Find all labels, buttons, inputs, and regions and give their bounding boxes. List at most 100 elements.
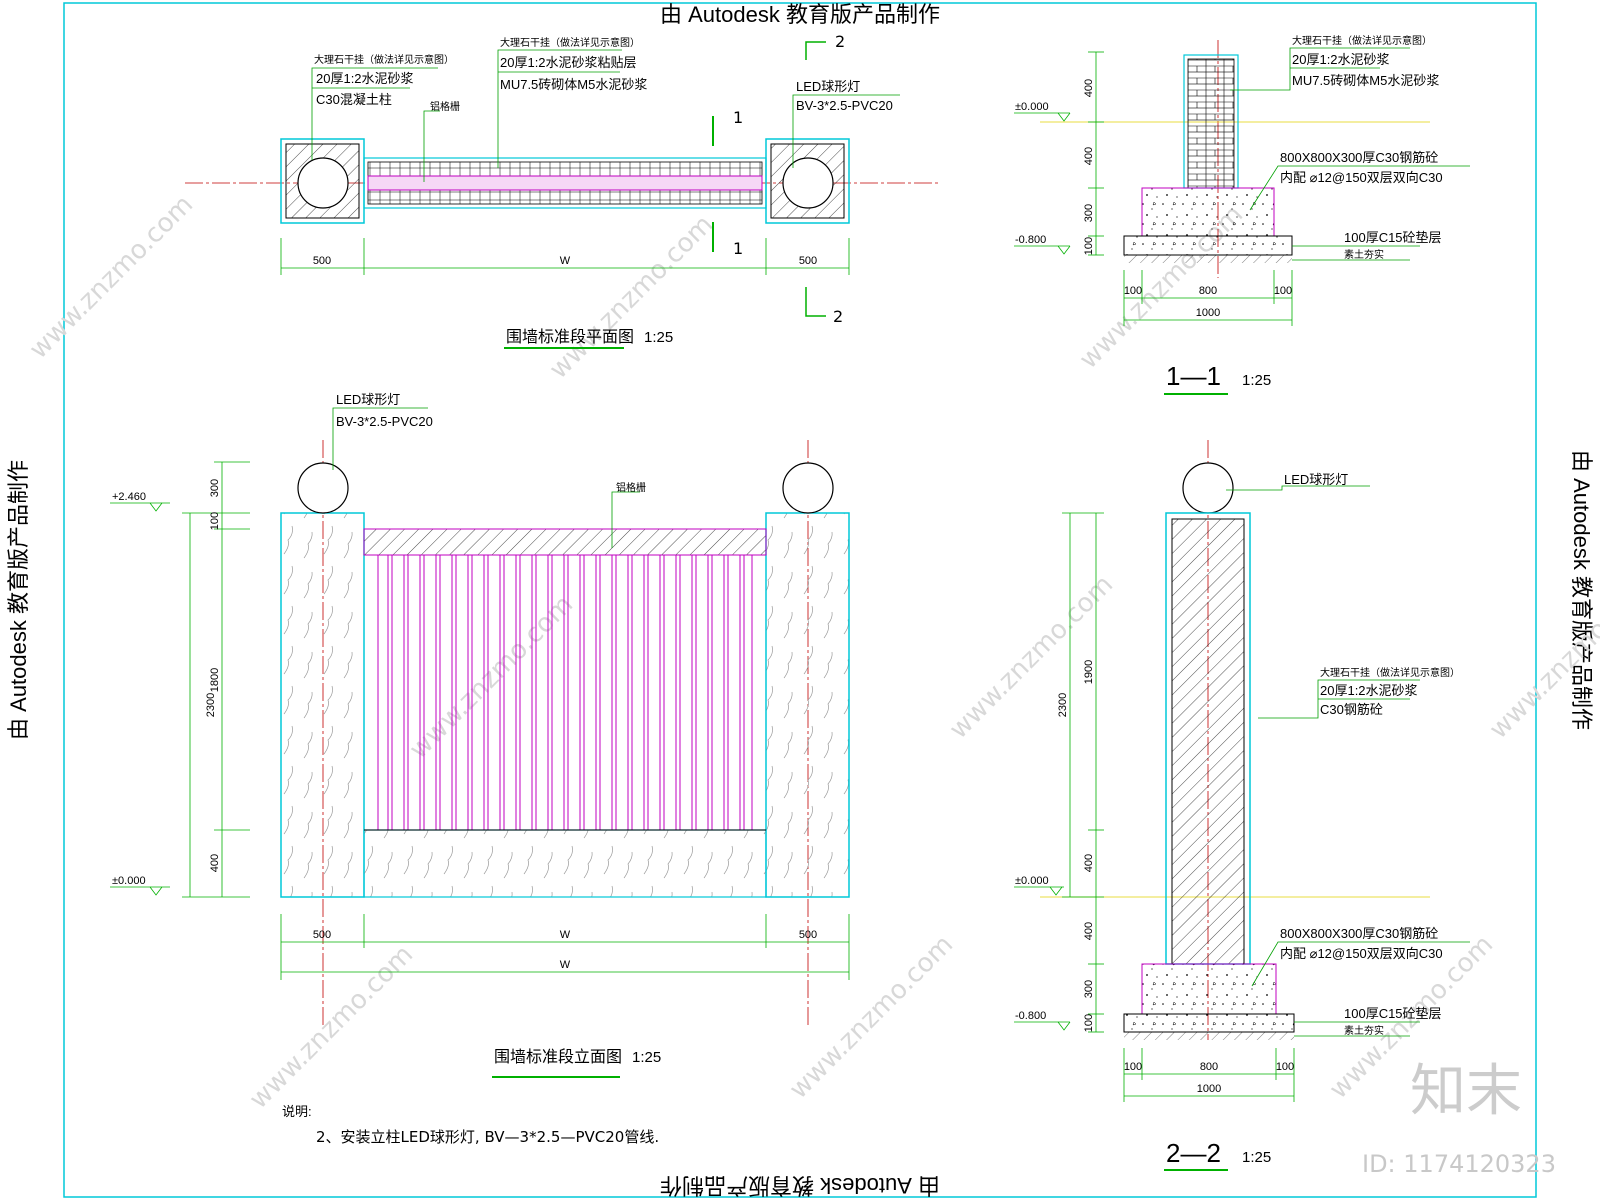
elev-level-0: ±0.000 [112, 875, 146, 887]
section1-base-2: 素土夯实 [1344, 248, 1384, 261]
plan-led-label-1: LED球形灯 [796, 79, 860, 94]
notes: 说明: 2、安装立柱LED球形灯, BV—3*2.5—PVC20管线. [282, 1104, 659, 1146]
plan-dim-right: 500 [799, 255, 817, 267]
section2-label-1: 大理石干挂（做法详见示意图） [1320, 666, 1460, 679]
section2-label-2: 20厚1:2水泥砂浆 [1320, 683, 1418, 698]
plan-right-pillar-lamp [782, 157, 834, 209]
plan-pillar-label-2: 20厚1:2水泥砂浆 [316, 71, 414, 86]
section2-dim-v-2: 400 [1083, 854, 1095, 872]
plan-wall-outer [363, 157, 767, 209]
section1-label-3: MU7.5砖砌体M5水泥砂浆 [1292, 73, 1439, 88]
section1-dim-h-3: 100 [1274, 285, 1292, 297]
svg-text:www.znzmo.com: www.znzmo.com [544, 210, 719, 385]
section1-dim-h-total: 1000 [1196, 307, 1220, 319]
section1-footing-1: 800X800X300厚C30钢筋砼 [1280, 150, 1438, 165]
elev-dim-v-2: 100 [209, 512, 221, 530]
sheet-frame [63, 2, 1537, 1198]
section2-soil [1124, 1032, 1294, 1040]
section2-scale: 1:25 [1242, 1149, 1271, 1166]
elev-fence-bars [377, 554, 753, 831]
elev-right-pillar [765, 512, 850, 898]
edu-watermark-left: 由 Autodesk 教育版产品制作 [6, 460, 31, 740]
elev-left-lamp [297, 462, 349, 514]
section2-footing-1: 800X800X300厚C30钢筋砼 [1280, 926, 1438, 941]
elev-right-lamp [782, 462, 834, 514]
site-logo: 知末 [1410, 1059, 1522, 1124]
plan-wall-label-3: MU7.5砖砌体M5水泥砂浆 [500, 77, 647, 92]
plan-dim-mid: W [560, 255, 571, 267]
elev-dim-h-3: 500 [799, 929, 817, 941]
plan-view: 500 W 500 1 1 2 2 大理石干挂（做法详见示意图） 20厚1:2水… [185, 32, 940, 349]
section2-level-0: ±0.000 [1015, 875, 1049, 887]
section1-dim-v-1: 400 [1083, 79, 1095, 97]
svg-text:www.znzmo.com: www.znzmo.com [24, 190, 199, 365]
plan-dim-left: 500 [313, 255, 331, 267]
section2-dim-h-2: 800 [1200, 1061, 1218, 1073]
section2-dim-h-total: 1000 [1197, 1083, 1221, 1095]
section1-dim-h-2: 800 [1199, 285, 1217, 297]
section1-base-1: 100厚C15砼垫层 [1344, 230, 1442, 245]
section1-footing-2: 内配 ⌀12@150双层双向C30 [1280, 170, 1443, 185]
plan-pillar-label-1: 大理石干挂（做法详见示意图） [314, 53, 454, 66]
plan-wall-label-2: 20厚1:2水泥砂浆粘贴层 [500, 55, 637, 70]
section1-level-neg: -0.800 [1015, 234, 1046, 246]
edu-watermark-right: 由 Autodesk 教育版产品制作 [1569, 450, 1594, 730]
elev-led-label-2: BV-3*2.5-PVC20 [336, 414, 433, 429]
elev-dim-h-1: 500 [313, 929, 331, 941]
elevation-title: 围墙标准段立面图 [494, 1047, 622, 1066]
section2-base-2: 素土夯实 [1344, 1024, 1384, 1037]
section1-label-1: 大理石干挂（做法详见示意图） [1292, 34, 1432, 47]
elev-dim-h-total: W [560, 959, 571, 971]
notes-heading: 说明: [282, 1104, 312, 1119]
section2-dim-v-1: 1900 [1083, 660, 1095, 684]
notes-item-2: 2、安装立柱LED球形灯, BV—3*2.5—PVC20管线. [316, 1128, 659, 1146]
elev-dim-v-1: 300 [209, 479, 221, 497]
elev-dim-v-4: 400 [209, 854, 221, 872]
plan-cut-1-top: 1 [733, 108, 743, 127]
edu-watermark-top: 由 Autodesk 教育版产品制作 [660, 2, 940, 27]
elev-level-top: +2.460 [112, 491, 146, 503]
section1-title: 1—1 [1166, 361, 1221, 391]
elev-dim-v-3: 1800 [209, 668, 221, 692]
elev-dim-h-2: W [560, 929, 571, 941]
elevation-scale: 1:25 [632, 1049, 661, 1066]
id-label: ID: 1174120323 [1362, 1150, 1556, 1178]
plan-cut-2-bottom: 2 [833, 307, 843, 326]
section2-label-3: C30钢筋砼 [1320, 702, 1383, 717]
section2-led-label: LED球形灯 [1284, 472, 1348, 487]
plan-pillar-label-3: C30混凝土柱 [316, 92, 392, 107]
elev-dim-v-total: 2300 [205, 693, 217, 717]
section1-scale: 1:25 [1242, 372, 1271, 389]
elev-fence-label: 铝格栅 [616, 481, 646, 494]
section1-dim-v-4: 100 [1083, 237, 1095, 255]
section2-dim-v-3: 400 [1083, 922, 1095, 940]
section2-footing [1141, 963, 1277, 1015]
section2-base [1123, 1013, 1295, 1033]
section-2-view: 2300 1900 400 400 300 100 ±0.000 -0.800 … [1014, 440, 1470, 1171]
elev-fence-top-rail [363, 528, 767, 556]
plan-cut-1-bottom: 1 [733, 239, 743, 258]
section2-title: 2—2 [1166, 1138, 1221, 1168]
section2-dim-v-4: 300 [1083, 980, 1095, 998]
plan-fence-core [367, 175, 763, 191]
section1-dim-v-2: 400 [1083, 147, 1095, 165]
section2-pillar [1171, 518, 1245, 965]
section2-dim-v-total: 2300 [1057, 693, 1069, 717]
section1-base [1123, 235, 1293, 256]
svg-text:www.znzmo.com: www.znzmo.com [244, 940, 419, 1115]
section1-dim-v-3: 300 [1083, 204, 1095, 222]
plan-title: 围墙标准段平面图 [506, 327, 634, 346]
section2-dim-v-5: 100 [1083, 1014, 1095, 1032]
section1-footing [1141, 187, 1275, 237]
section1-label-2: 20厚1:2水泥砂浆 [1292, 52, 1390, 67]
section2-lamp [1182, 462, 1234, 514]
elev-left-pillar [280, 512, 365, 898]
elev-base-wall [363, 829, 767, 898]
section2-footing-2: 内配 ⌀12@150双层双向C30 [1280, 946, 1443, 961]
plan-wall-label-1: 大理石干挂（做法详见示意图） [500, 36, 640, 49]
plan-cut-2-top: 2 [835, 32, 845, 51]
section2-base-1: 100厚C15砼垫层 [1344, 1006, 1442, 1021]
plan-scale: 1:25 [644, 329, 673, 346]
section1-soil [1124, 255, 1292, 263]
